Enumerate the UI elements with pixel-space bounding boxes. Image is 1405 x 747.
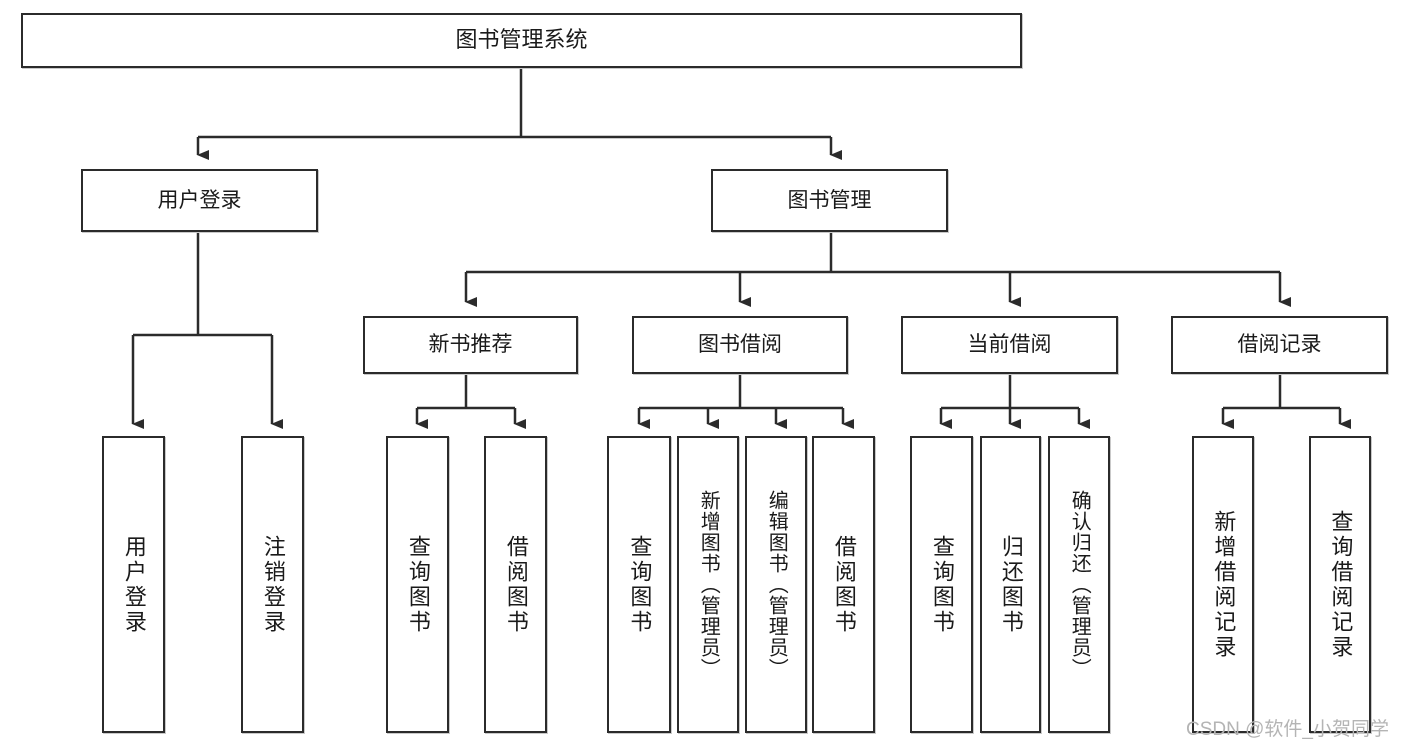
leaf-query-borrow-record[interactable]: 查询借阅记录 <box>1309 436 1371 733</box>
node-book-borrow[interactable]: 图书借阅 <box>632 316 848 374</box>
node-borrow-record[interactable]: 借阅记录 <box>1171 316 1388 374</box>
leaf-logout-login[interactable]: 注销登录 <box>241 436 304 733</box>
leaf-add-book-admin[interactable]: 新增图书（管理员） <box>677 436 739 733</box>
node-label: 新书推荐 <box>428 333 513 357</box>
node-label: 图书借阅 <box>698 333 782 357</box>
leaf-query-book-borrow[interactable]: 查询图书 <box>607 436 671 733</box>
node-label: 新增图书（管理员） <box>697 490 720 679</box>
node-label: 借阅图书 <box>503 534 529 635</box>
node-label: 图书管理 <box>787 188 872 212</box>
leaf-add-borrow-record[interactable]: 新增借阅记录 <box>1192 436 1254 733</box>
node-current-borrow[interactable]: 当前借阅 <box>901 316 1118 374</box>
leaf-borrow-book-recommend[interactable]: 借阅图书 <box>484 436 547 733</box>
connector-userlogin-to-leaves <box>131 232 283 429</box>
leaf-borrow-book[interactable]: 借阅图书 <box>812 436 875 733</box>
connector-bookborrow-to-leaves <box>637 374 854 429</box>
node-label: 查询借阅记录 <box>1328 509 1354 660</box>
node-user-login[interactable]: 用户登录 <box>81 169 318 232</box>
node-label: 当前借阅 <box>967 333 1052 357</box>
node-label: 查询图书 <box>627 534 653 635</box>
node-label: 借阅图书 <box>831 534 857 635</box>
node-label: 用户登录 <box>121 534 147 635</box>
node-label: 注销登录 <box>260 534 286 635</box>
connector-currentborrow-to-leaves <box>939 374 1090 429</box>
node-label: 编辑图书（管理员） <box>765 490 788 679</box>
leaf-return-book[interactable]: 归还图书 <box>980 436 1041 733</box>
node-label: 用户登录 <box>157 188 242 212</box>
node-root-book-management-system[interactable]: 图书管理系统 <box>21 13 1022 68</box>
node-label: 查询图书 <box>929 534 955 635</box>
node-new-book-recommend[interactable]: 新书推荐 <box>363 316 578 374</box>
leaf-query-book-current[interactable]: 查询图书 <box>910 436 973 733</box>
leaf-edit-book-admin[interactable]: 编辑图书（管理员） <box>745 436 807 733</box>
leaf-user-login[interactable]: 用户登录 <box>102 436 165 733</box>
connector-bookmanage-to-level3 <box>464 232 1291 307</box>
connector-root-to-level2 <box>196 68 842 160</box>
node-label: 新增借阅记录 <box>1211 509 1237 660</box>
connector-newbook-to-leaves <box>415 374 526 429</box>
node-label: 归还图书 <box>998 534 1024 635</box>
leaf-query-book-recommend[interactable]: 查询图书 <box>386 436 449 733</box>
connector-borrowrecord-to-leaves <box>1221 374 1351 429</box>
node-label: 图书管理系统 <box>455 27 588 53</box>
leaf-confirm-return-admin[interactable]: 确认归还（管理员） <box>1048 436 1110 733</box>
node-label: 借阅记录 <box>1237 333 1322 357</box>
node-label: 查询图书 <box>405 534 431 635</box>
node-book-manage[interactable]: 图书管理 <box>711 169 948 232</box>
node-label: 确认归还（管理员） <box>1068 490 1091 679</box>
